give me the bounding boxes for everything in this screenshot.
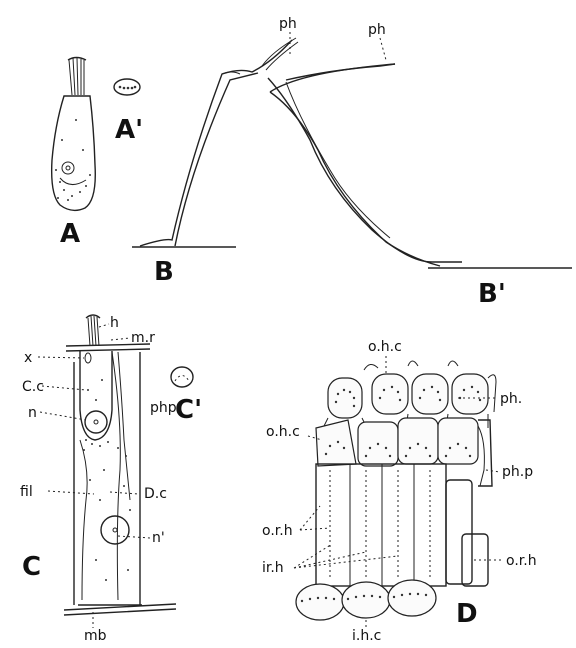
panel-c-label-mb: mb <box>84 628 107 643</box>
panel-a-letter: A <box>60 219 80 249</box>
panel-b: ph ph B B' <box>132 16 572 309</box>
panel-a: A A' <box>52 58 143 250</box>
panel-c-prime-letter: C' <box>175 395 202 425</box>
panel-d-outer-hair-cells-top <box>328 374 488 418</box>
panel-a-cell-body <box>52 96 96 210</box>
panel-c-deiters-nucleus <box>101 516 129 544</box>
panel-d-label-ohc-top: o.h.c <box>368 339 402 355</box>
panel-c-prime-cross-section <box>171 367 193 387</box>
panel-d-inner-rod-heads <box>330 464 430 586</box>
panel-b-prime-letter: B' <box>478 279 506 309</box>
panel-d-label-orh-right: o.r.h <box>506 553 537 569</box>
panel-d-label-irh: ir.h <box>262 560 284 576</box>
panel-b-letter: B <box>154 257 174 287</box>
panel-c-label-n: n <box>28 405 37 421</box>
panel-a-stipple <box>55 119 91 201</box>
panel-a-prime-letter: A' <box>115 115 143 145</box>
panel-c-label-php: php <box>150 400 177 416</box>
panel-c-deiters-cell <box>74 352 142 605</box>
panel-d-label-php: ph.p <box>502 464 533 480</box>
panel-c-label-n-prime: n' <box>152 530 165 546</box>
panel-c-label-fil: fil <box>20 484 33 500</box>
panel-c-nucleus <box>85 411 107 433</box>
panel-d-rods-frame <box>316 464 446 586</box>
panel-d-label-orh-left: o.r.h <box>262 523 293 539</box>
panel-d-label-ihc: i.h.c <box>352 628 381 643</box>
panel-b-label-ph-right: ph <box>368 22 386 38</box>
panel-c-label-dc: D.c <box>144 486 167 502</box>
panel-c-letter: C <box>22 552 41 582</box>
panel-b-label-ph-left: ph <box>279 16 297 32</box>
panel-d-inner-hair-cells <box>296 580 436 620</box>
panel-c-hair-bundle <box>86 315 100 346</box>
panel-b-pillar <box>140 40 292 246</box>
panel-d-label-ph: ph. <box>500 391 522 407</box>
panel-d-label-ohc-left: o.h.c <box>266 424 300 440</box>
panel-b-prime-pillar <box>268 78 462 262</box>
panel-c-label-x: x <box>24 350 32 366</box>
panel-c-label-mr: m.r <box>131 330 155 346</box>
panel-c-label-h: h <box>110 315 119 331</box>
panel-c: C' h m.r x C.c n php fil D.c n' mb C <box>20 315 202 643</box>
panel-a-prime-dots <box>119 86 137 90</box>
panel-a-hair-bundle <box>68 58 86 96</box>
panel-d-letter: D <box>456 599 478 629</box>
panel-d: o.h.c ph. o.h.c ph.p o.r.h o.r.h ir.h i.… <box>262 339 537 643</box>
panel-a-nucleus <box>62 162 74 174</box>
panel-d-outer-hair-cells-second <box>316 418 478 466</box>
panel-c-label-cc: C.c <box>22 379 44 395</box>
panel-c-hair-cell <box>80 351 112 440</box>
panel-c-stipple <box>83 379 131 581</box>
